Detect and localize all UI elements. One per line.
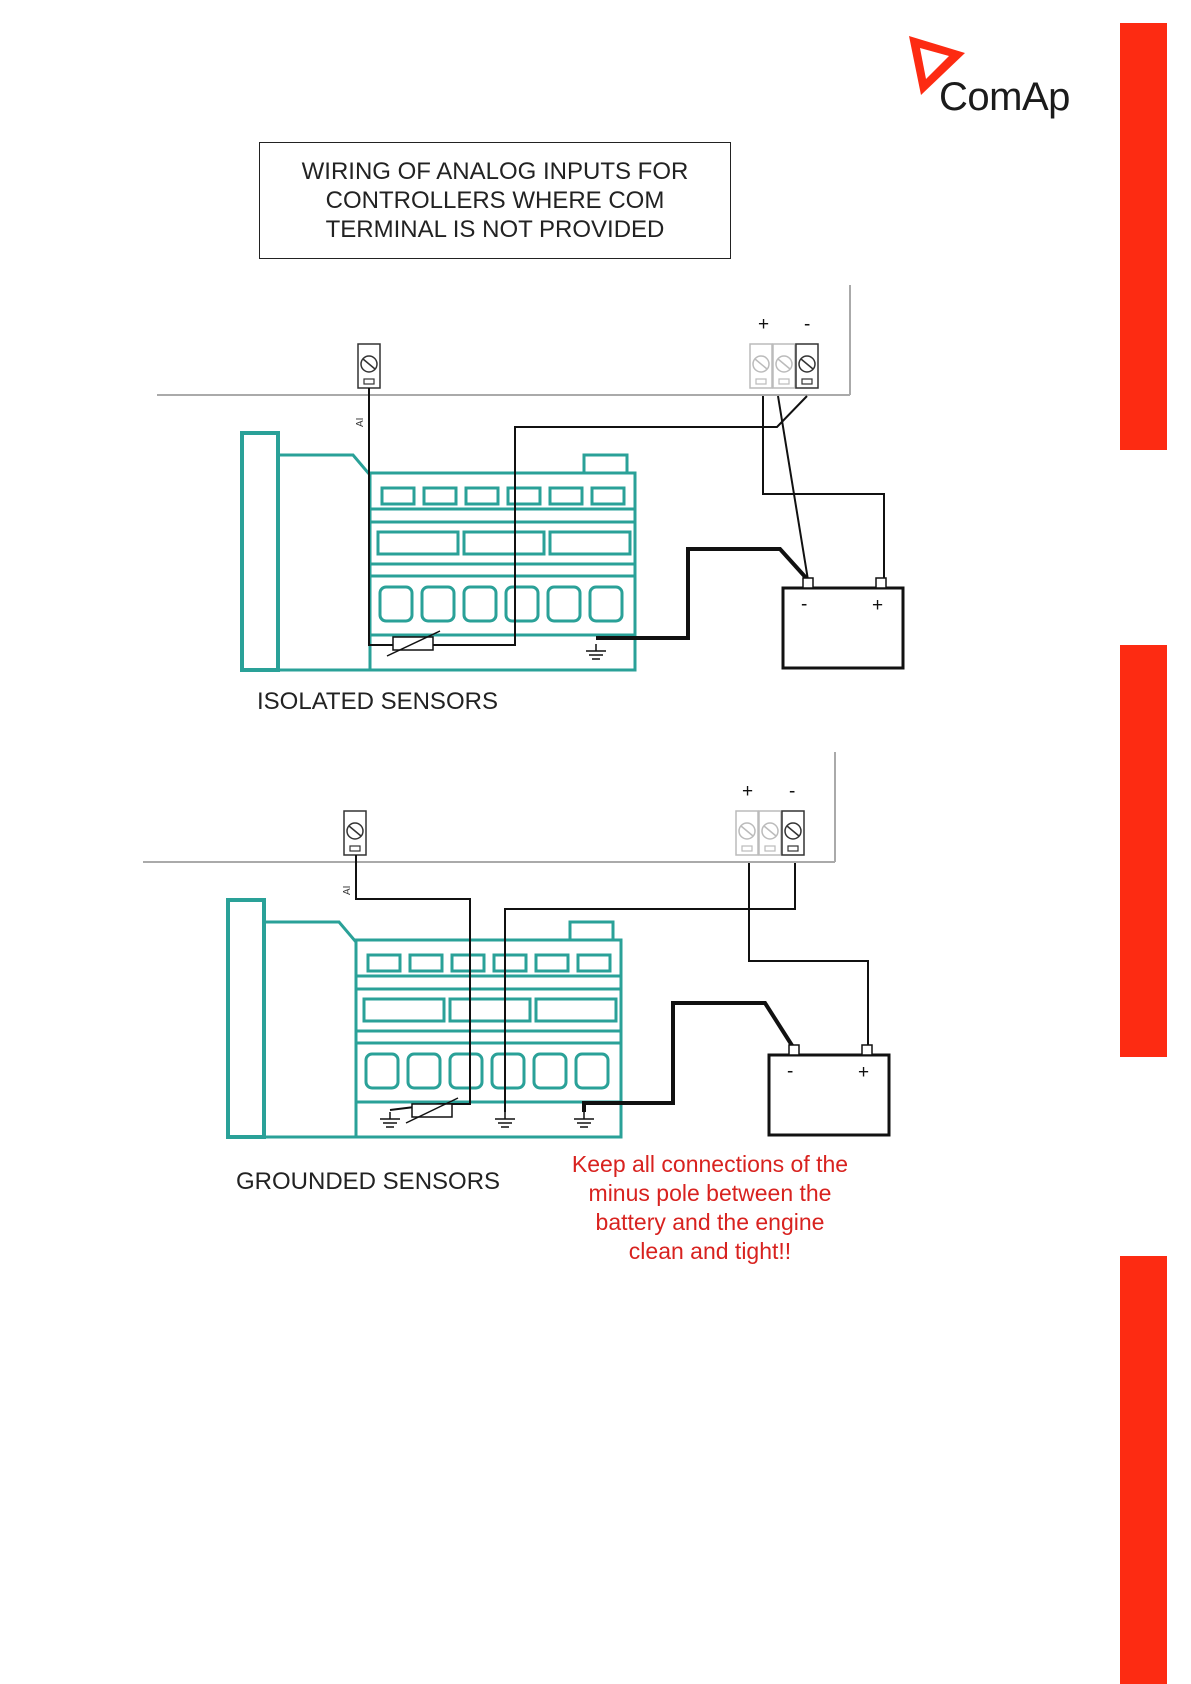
terminal-plus	[750, 344, 772, 388]
ai-terminal-label: AI	[342, 886, 353, 895]
ground-symbol-minus	[495, 1112, 515, 1127]
engine-outline	[228, 900, 621, 1137]
note-line-2: minus pole between the	[550, 1179, 870, 1208]
ai-terminal-label: AI	[355, 418, 366, 427]
battery-minus-post	[803, 578, 813, 588]
terminal-spare	[773, 344, 795, 388]
battery-plus-post	[862, 1045, 872, 1055]
sensor-wire	[356, 855, 470, 1104]
terminal-plus	[736, 811, 758, 855]
isolated-sensors-caption: ISOLATED SENSORS	[257, 688, 498, 716]
grounded-sensors-diagram: AI + - - +	[143, 752, 889, 1137]
note-line-4: clean and tight!!	[550, 1237, 870, 1266]
terminal-minus	[796, 344, 818, 388]
engine-outline	[242, 433, 635, 670]
ground-symbol-battery	[574, 1112, 594, 1127]
terminal-plus-label: +	[742, 781, 753, 802]
ai-terminal	[344, 811, 366, 855]
ground-wire	[596, 549, 808, 638]
terminal-plus-label: +	[758, 314, 769, 335]
terminal-spare	[759, 811, 781, 855]
battery-plus-post	[876, 578, 886, 588]
terminal-minus-label: -	[789, 781, 795, 802]
isolated-sensors-diagram: AI + - - +	[157, 285, 903, 670]
sensor-wire	[369, 388, 807, 645]
battery-minus-label: -	[801, 594, 807, 615]
note-line-3: battery and the engine	[550, 1208, 870, 1237]
ground-symbol-sensor	[380, 1112, 400, 1127]
note-line-1: Keep all connections of the	[550, 1150, 870, 1179]
warning-note: Keep all connections of the minus pole b…	[550, 1150, 870, 1266]
battery-minus-label: -	[787, 1061, 793, 1082]
terminal-minus-label: -	[804, 314, 810, 335]
battery-plus-label: +	[858, 1062, 869, 1083]
ground-symbol	[586, 644, 606, 659]
grounded-sensors-caption: GROUNDED SENSORS	[236, 1168, 500, 1196]
terminal-minus	[782, 811, 804, 855]
plus-wire	[749, 863, 868, 1048]
battery-plus-label: +	[872, 595, 883, 616]
battery-minus-post	[789, 1045, 799, 1055]
ai-terminal	[358, 344, 380, 388]
